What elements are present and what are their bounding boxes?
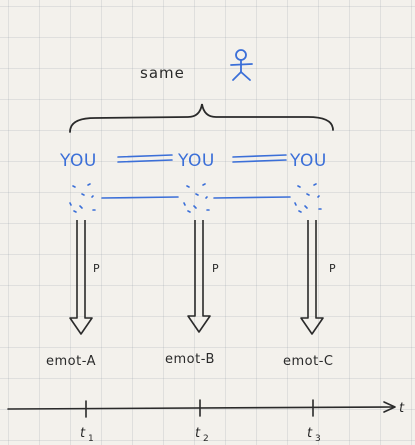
hollow-arrow-1	[69, 220, 93, 335]
svg-text:t: t	[80, 426, 86, 441]
svg-text:1: 1	[88, 434, 94, 444]
svg-text:t: t	[307, 426, 313, 441]
time-point-2: t 2	[195, 426, 209, 444]
cluster-connector-2	[213, 196, 291, 199]
dot-cluster-2	[183, 183, 210, 213]
time-axis	[7, 399, 396, 418]
emotion-label-2: emot-B	[165, 352, 215, 367]
stick-figure-icon	[230, 49, 253, 81]
svg-text:t: t	[195, 426, 201, 441]
emotion-label-3: emot-C	[283, 354, 333, 369]
equality-connector-2	[232, 154, 287, 163]
you-label-3: YOU	[289, 151, 327, 171]
time-axis-label: t	[399, 401, 405, 416]
hollow-arrow-3	[300, 220, 324, 335]
arrow-label-2: P	[212, 262, 219, 275]
time-point-3: t 3	[307, 426, 321, 444]
arrow-label-3: P	[329, 262, 336, 275]
dot-cluster-3	[294, 183, 322, 213]
time-point-1: t 1	[80, 426, 94, 444]
arrow-label-1: P	[93, 262, 100, 275]
hollow-arrow-2	[187, 220, 211, 333]
you-label-1: YOU	[59, 151, 97, 171]
svg-text:3: 3	[315, 434, 321, 444]
emotion-label-1: emot-A	[46, 354, 96, 369]
title-text: same	[140, 64, 185, 82]
grouping-brace	[69, 103, 334, 133]
svg-text:2: 2	[203, 434, 209, 444]
dot-cluster-1	[69, 183, 96, 213]
equality-connector-1	[117, 154, 173, 163]
you-label-2: YOU	[177, 151, 215, 171]
cluster-connector-1	[101, 196, 179, 199]
